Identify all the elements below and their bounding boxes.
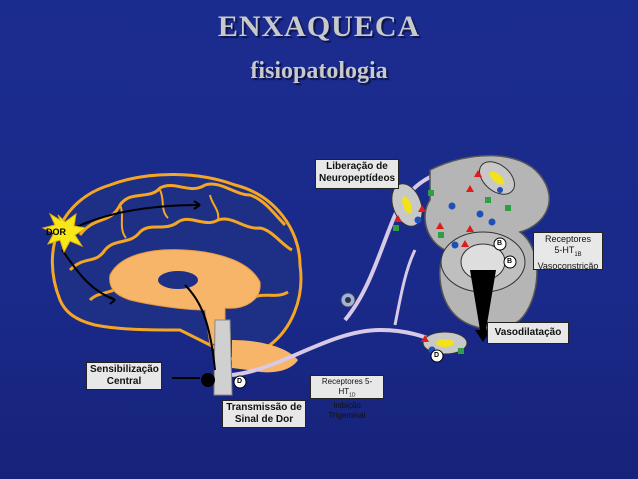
receptor-b-marker-1: B [497, 240, 502, 247]
receptors-5ht1b-label: Receptores 5-HT1B Vasoconstrição [533, 232, 603, 270]
central-sensitization-label: Sensibilização Central [86, 362, 162, 390]
pain-signal-transmission-label: Transmissão de Sinal de Dor [222, 400, 306, 428]
dor-label: DOR [46, 227, 66, 237]
receptors-5ht1d-label: Receptores 5-HT1D Inibição Trigeminal [310, 375, 384, 399]
neuropeptide-release-label: Liberação de Neuropeptídeos [315, 159, 399, 189]
vasodilation-label: Vasodilatação [487, 322, 569, 344]
receptor-d-marker-1: D [434, 352, 439, 359]
receptor-d-marker-2: D [237, 378, 242, 385]
receptor-b-marker-2: B [507, 258, 512, 265]
